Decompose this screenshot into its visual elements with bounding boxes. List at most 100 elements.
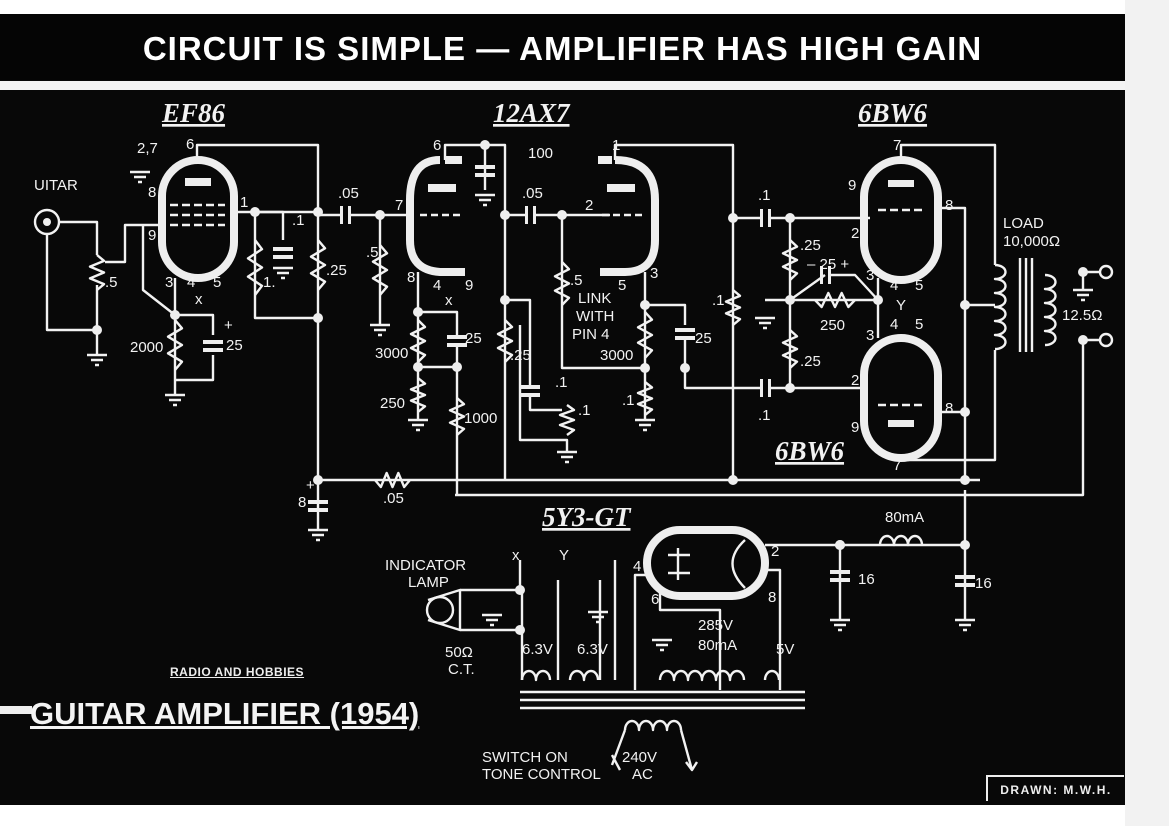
junction-dot [873,295,883,305]
wire [45,234,99,355]
headline: CIRCUIT IS SIMPLE — AMPLIFIER HAS HIGH G… [0,14,1125,80]
wire [460,560,522,592]
indicator-lamp-icon [425,595,455,625]
ground-icon [273,266,293,280]
choke-icon [878,534,924,547]
jack-center [43,218,51,226]
capacitor-icon [830,578,850,582]
wire [418,310,459,335]
component-label: .5 [570,272,583,289]
component-label: 1. [263,274,276,291]
component-label: 5 [915,277,923,294]
component-label: 250 [380,395,405,412]
valves [33,156,1114,625]
speaker-terminal-icon [1098,264,1114,280]
component-label: 6.3V [522,641,553,658]
output-transformer-primary-icon [993,263,1007,351]
plate-icon [888,180,914,187]
ground-icon [830,618,850,632]
component-label: 6.3V [577,641,608,658]
component-label: .5 [366,244,379,261]
tube-label-ef86: EF86 [161,98,226,128]
transformer-core-icon [1018,258,1034,352]
junction-dot [313,207,323,217]
junction-dot [680,363,690,373]
component-label: x [195,291,203,308]
component-label: 6 [186,136,194,153]
resistor-icon [448,397,466,436]
guitar-input-jack-icon [33,208,61,236]
grid-icon [170,203,225,227]
junction-dot [960,475,970,485]
component-label: 2,7 [137,140,158,157]
junction-dot [960,300,970,310]
wire [830,273,879,301]
capacitor-icon [520,385,540,389]
component-label: .25 [800,353,821,370]
wire [105,223,165,264]
component-label: 4 [433,277,441,294]
resistor-icon [496,319,514,363]
component-label: 6 [433,137,441,154]
ground-icon [370,323,390,337]
wire [443,143,507,480]
component-label: .05 [383,490,404,507]
component-label: 12.5Ω [1062,307,1102,324]
capacitor-icon [273,255,293,259]
component-label: 9 [148,227,156,244]
junction-dot [835,540,845,550]
component-label: 5V [776,641,794,658]
junction-dot [452,362,462,372]
component-label: 8 [945,400,953,417]
wire [255,210,285,240]
wire [645,303,687,325]
grid-icon [878,208,925,407]
component-label: 8 [407,269,415,286]
capacitor-icon [525,206,528,224]
junction-dot [250,207,260,217]
junction-dot [500,295,510,305]
capacitor-icon [768,379,771,397]
resistor-icon [724,289,742,326]
5y3gt-envelope [643,526,769,600]
component-label: 3 [866,327,874,344]
wire [789,274,826,301]
wire [560,215,645,370]
component-label: 8 [298,494,306,511]
junction-dot [785,213,795,223]
resistor-icon [636,311,654,359]
component-label: 9 [851,419,859,436]
ground-icon [652,638,672,652]
component-label: 25 [465,330,482,347]
resistor-icon [166,319,184,371]
component-label: 4 [890,316,898,333]
component-label: 2 [585,197,593,214]
component-label: WITH [576,308,614,325]
wire [899,143,997,265]
ground-icon [130,170,150,184]
wire [195,143,320,480]
component-label: .05 [338,185,359,202]
component-label: 50Ω [445,644,473,661]
component-label: 250 [820,317,845,334]
wire [940,206,967,414]
component-label: 4 [187,274,195,291]
component-label: 3000 [375,345,408,362]
capacitor-icon [308,508,328,512]
component-label: 7 [395,197,403,214]
junction-dot [515,585,525,595]
component-label: 25 [226,337,243,354]
component-label: LOAD [1003,215,1044,232]
mains-lead [610,729,699,772]
junction-dot [728,475,738,485]
resistor-icon [553,261,571,306]
component-label: 4 [890,277,898,294]
component-label: TONE CONTROL [482,766,601,783]
junction-dot [313,313,323,323]
wire [613,143,735,480]
speaker-terminal-icon [1098,332,1114,348]
ground-icon [557,450,577,464]
resistor-icon [246,239,264,296]
tube-titles: EF86 12AX7 6BW6 6BW6 5Y3-GT UITAR [34,98,928,532]
wire [633,573,647,690]
